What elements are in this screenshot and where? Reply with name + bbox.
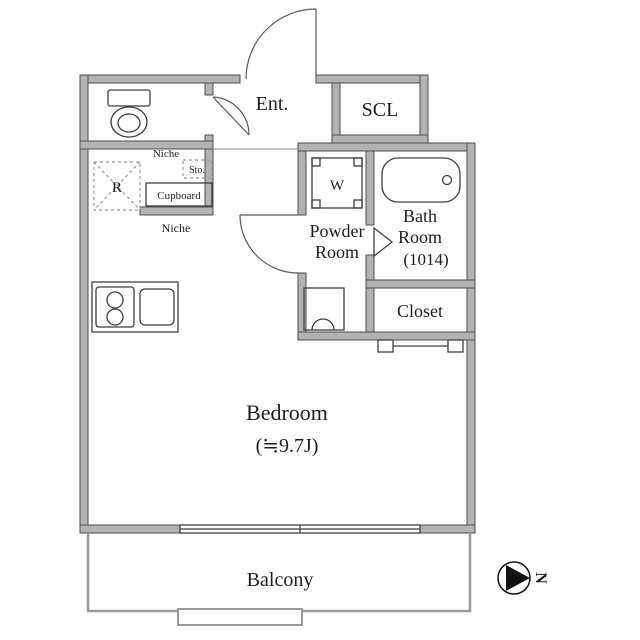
toilet-icon (107, 89, 151, 138)
toilet-door-arc (212, 96, 250, 136)
toilet-bowl (110, 106, 148, 138)
storage-label: Sto. (189, 165, 205, 176)
balcony-outline (86, 533, 472, 626)
closet-label: Closet (397, 301, 443, 321)
refrigerator-cross (93, 161, 141, 211)
bath-folding-door-icon (373, 226, 394, 258)
cupboard-label: Cupboard (157, 190, 201, 202)
washer-corner (311, 157, 321, 167)
stove-icon (95, 286, 135, 328)
basin-bowl (311, 318, 335, 331)
window (179, 524, 421, 534)
walls (79, 74, 476, 534)
room-labels: Ent. SCL Niche Sto. Cupboard Niche R W P… (112, 93, 549, 591)
powder-room-door-arc (239, 214, 299, 274)
closet-door-track (377, 339, 464, 353)
sink-icon (139, 288, 175, 326)
toilet-door-leaf (212, 96, 250, 136)
wall-segment (297, 150, 307, 216)
counter-outline (91, 281, 179, 333)
bedroom-size-label: (≒9.7J) (256, 435, 319, 457)
toilet-bowl-inner (117, 113, 141, 133)
niche-bottom-label: Niche (162, 221, 191, 235)
wall-segment (365, 150, 375, 226)
refrigerator-label: R (112, 180, 122, 196)
cupboard-box (145, 182, 213, 207)
tub-outline (381, 157, 461, 203)
washing-machine-icon (311, 157, 363, 209)
niche-top-label: Niche (153, 148, 179, 160)
washer-corner (311, 199, 321, 209)
toilet-tank (107, 89, 151, 107)
wall-segment (297, 331, 476, 341)
basin-counter (303, 287, 345, 331)
north-compass-icon (497, 561, 531, 595)
fixtures (86, 89, 531, 626)
bath-room-label-2: Room (398, 227, 442, 247)
bedroom-label: Bedroom (246, 400, 328, 425)
balcony-hatch (177, 608, 303, 626)
bathtub-icon (381, 157, 461, 203)
powder-room-label-2: Room (315, 242, 359, 262)
wall-segment (331, 134, 429, 144)
burner-icon (106, 291, 124, 309)
entrance-door-arc (245, 8, 317, 80)
tub-drain (441, 174, 453, 186)
closet-door-tab (447, 339, 464, 353)
wall-segment (331, 82, 341, 144)
refrigerator-space (93, 161, 141, 211)
doors (212, 8, 394, 274)
wall-segment (365, 279, 476, 289)
wall-segment (79, 140, 214, 150)
closet-door-tab (377, 339, 394, 353)
refrigerator-box (93, 161, 141, 211)
north-label: N (532, 572, 549, 584)
kitchen-counter (91, 281, 179, 333)
powder-room-label-1: Powder (310, 221, 365, 241)
bath-size-label: (1014) (403, 250, 448, 269)
compass-needle (506, 565, 530, 591)
wall-segment (79, 74, 241, 84)
washer-pan (311, 157, 363, 209)
bath-room-label-1: Bath (403, 206, 437, 226)
washer-corner (353, 199, 363, 209)
wash-basin-icon (303, 287, 345, 331)
wall-segment (139, 206, 214, 216)
washer-label: W (330, 178, 345, 194)
wall-segment (419, 524, 476, 534)
wall-segment (315, 74, 429, 84)
wall-segment (297, 142, 476, 152)
wall-segment (365, 254, 375, 341)
entrance-label: Ent. (256, 93, 289, 115)
wall-segment (79, 524, 181, 534)
washer-corner (353, 157, 363, 167)
storage-box (182, 159, 213, 179)
burner-icon (106, 308, 124, 326)
balcony-label: Balcony (247, 569, 314, 591)
wall-segment (204, 82, 214, 96)
scl-label: SCL (362, 99, 399, 121)
